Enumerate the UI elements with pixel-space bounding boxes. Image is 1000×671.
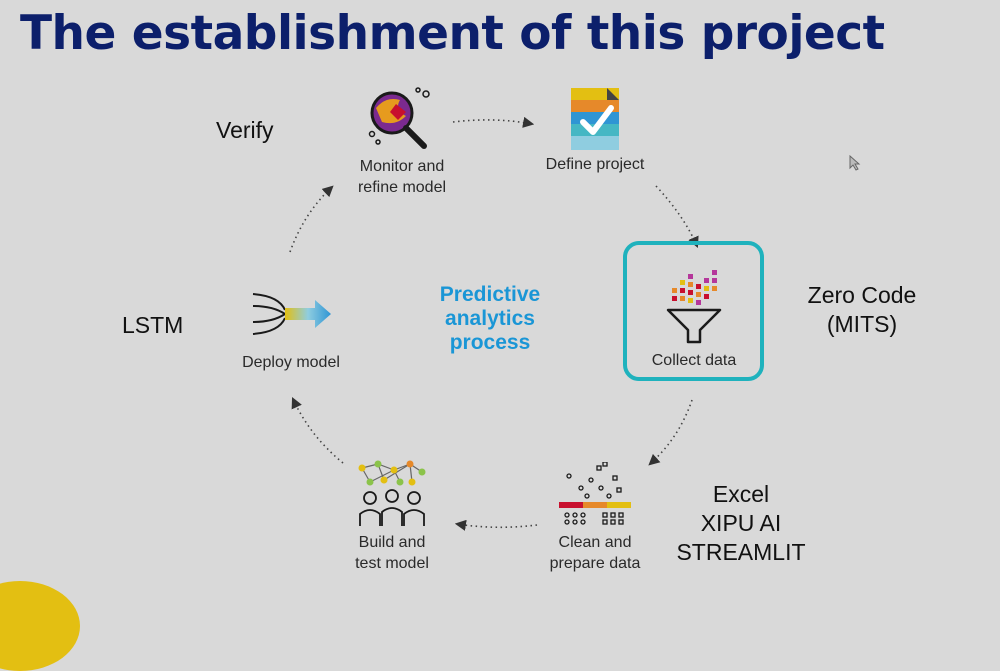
note-tools: Excel XIPU AI STREAMLIT [676,481,806,565]
note-zero-code: Zero Code (MITS) [807,282,917,337]
step-label: Monitor and refine model [357,158,447,196]
magnifier-search-icon [368,87,430,149]
arrow-deploy-to-monitor [289,185,334,253]
arrow-build-to-deploy [291,396,344,464]
step-label: Define project [545,156,645,173]
step-collect-data: Collect data [626,266,762,371]
collect-data-highlight-frame [623,241,764,381]
note-verify: Verify [216,117,274,143]
merge-arrow-icon [252,293,331,335]
note-lstm: LSTM [122,312,184,338]
cycle-arrows [289,116,699,531]
funnel-data-icon [666,270,722,344]
step-clean-prepare-data: Clean and prepare data [532,462,658,574]
step-build-test-model: Build and test model [332,460,452,574]
center-process-label: Predictive analytics process [439,283,541,354]
team-network-icon [358,460,426,526]
step-label: Build and test model [355,534,429,572]
step-monitor-refine-model: Monitor and refine model [340,86,464,198]
arrow-clean-to-build [454,519,538,531]
step-define-project: Define project [528,86,662,175]
arrow-define-to-collect [655,185,699,249]
mouse-cursor-icon [849,155,861,171]
step-label: Deploy model [242,354,340,371]
data-cleaning-icon [559,462,631,525]
document-check-icon [571,88,619,150]
step-label: Clean and prepare data [549,534,641,572]
step-label: Collect data [651,352,737,369]
arrow-monitor-to-define [452,116,535,128]
page-title: The establishment of this project [20,6,885,61]
arrow-collect-to-clean [648,399,693,466]
step-deploy-model: Deploy model [226,290,356,373]
